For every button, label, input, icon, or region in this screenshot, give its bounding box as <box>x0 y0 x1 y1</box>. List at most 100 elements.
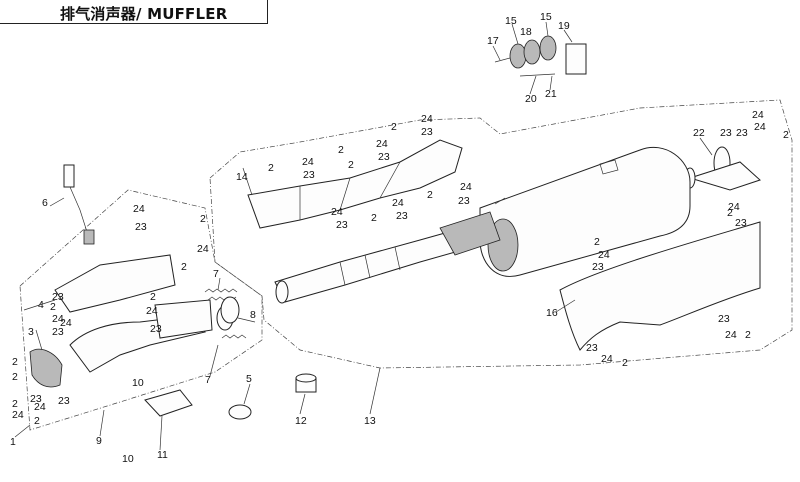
callout-2: 2 <box>622 357 628 369</box>
callout-2: 2 <box>745 329 751 341</box>
callout-24: 24 <box>133 203 145 215</box>
o2-sensor <box>63 164 95 245</box>
callout-23: 23 <box>58 395 70 407</box>
callout-1: 1 <box>10 436 16 448</box>
callout-10: 10 <box>132 377 144 389</box>
callout-23: 23 <box>150 323 162 335</box>
callout-2: 2 <box>50 301 56 313</box>
callout-23: 23 <box>378 151 390 163</box>
callout-7: 7 <box>213 268 219 280</box>
callout-24: 24 <box>197 243 209 255</box>
callout-20: 20 <box>525 93 537 105</box>
callout-4: 4 <box>38 299 44 311</box>
callout-17: 17 <box>487 35 499 47</box>
head-pipe-shield <box>29 348 63 388</box>
callout-15: 15 <box>540 11 552 23</box>
callout-2: 2 <box>727 207 733 219</box>
callout-24: 24 <box>146 305 158 317</box>
callout-2: 2 <box>371 212 377 224</box>
callout-7: 7 <box>205 374 211 386</box>
callout-23: 23 <box>30 393 42 405</box>
callout-14: 14 <box>236 171 248 183</box>
tail-pipe <box>684 146 761 191</box>
callout-23: 23 <box>735 217 747 229</box>
callout-2: 2 <box>268 162 274 174</box>
callout-19: 19 <box>558 20 570 32</box>
callout-2: 2 <box>348 159 354 171</box>
callout-24: 24 <box>601 353 613 365</box>
callout-23: 23 <box>718 313 730 325</box>
callout-6: 6 <box>42 197 48 209</box>
callout-24: 24 <box>331 206 343 218</box>
callout-9: 9 <box>96 435 102 447</box>
callout-2: 2 <box>200 213 206 225</box>
callout-3: 3 <box>28 326 34 338</box>
callout-23: 23 <box>592 261 604 273</box>
callout-24: 24 <box>376 138 388 150</box>
callout-13: 13 <box>364 415 376 427</box>
callout-24: 24 <box>302 156 314 168</box>
callout-18: 18 <box>520 26 532 38</box>
mid-pipe <box>274 211 501 304</box>
callout-24: 24 <box>12 409 24 421</box>
callout-24: 24 <box>460 181 472 193</box>
leader-lines <box>14 21 713 451</box>
callout-24: 24 <box>421 113 433 125</box>
callout-2: 2 <box>427 189 433 201</box>
callout-24: 24 <box>392 197 404 209</box>
callout-24: 24 <box>60 317 72 329</box>
bracket <box>144 389 193 417</box>
callout-labels: 1 2 3 4 5 6 7 7 8 9 10 10 11 12 13 14 15… <box>10 11 789 465</box>
callout-2: 2 <box>391 121 397 133</box>
callout-2: 2 <box>594 236 600 248</box>
diagram-title: 排气消声器/ MUFFLER <box>60 5 228 23</box>
callout-24: 24 <box>52 313 64 325</box>
callout-23: 23 <box>52 291 64 303</box>
callout-11: 11 <box>157 449 168 461</box>
gasket-5 <box>228 404 252 420</box>
callout-24: 24 <box>725 329 737 341</box>
damper-parts <box>494 35 587 77</box>
callout-2: 2 <box>34 415 40 427</box>
shield-ribs <box>299 161 401 220</box>
callout-23: 23 <box>396 210 408 222</box>
callout-23: 23 <box>736 127 748 139</box>
callout-23: 23 <box>135 221 147 233</box>
callout-23: 23 <box>586 342 598 354</box>
title-box: 排气消声器/ MUFFLER <box>0 0 268 24</box>
callout-24: 24 <box>752 109 764 121</box>
callout-23: 23 <box>421 126 433 138</box>
group-outline-left <box>19 189 263 431</box>
group-outline-right <box>209 99 793 369</box>
exhaust-header <box>54 254 234 373</box>
gasket-8 <box>220 296 240 324</box>
callout-24: 24 <box>598 249 610 261</box>
callout-23: 23 <box>720 127 732 139</box>
callout-2: 2 <box>181 261 187 273</box>
callout-2: 2 <box>783 129 789 141</box>
sleeve-12 <box>295 373 317 393</box>
callout-2: 2 <box>12 356 18 368</box>
upper-heat-shield <box>247 139 463 229</box>
callout-2: 2 <box>12 371 18 383</box>
callout-15: 15 <box>505 15 517 27</box>
callout-2: 2 <box>338 144 344 156</box>
callout-22: 22 <box>693 127 705 139</box>
callout-2: 2 <box>12 398 18 410</box>
callout-10: 10 <box>122 453 134 465</box>
callout-24: 24 <box>728 201 740 213</box>
callout-23: 23 <box>458 195 470 207</box>
callout-21: 21 <box>545 88 557 100</box>
callout-24: 24 <box>754 121 766 133</box>
callout-23: 23 <box>52 326 64 338</box>
callout-23: 23 <box>303 169 315 181</box>
callout-16: 16 <box>546 307 558 319</box>
muffler-heat-shield <box>559 221 761 351</box>
callout-5: 5 <box>246 373 252 385</box>
callout-12: 12 <box>295 415 307 427</box>
callout-24: 24 <box>34 401 46 413</box>
callout-8: 8 <box>250 309 256 321</box>
callout-23: 23 <box>336 219 348 231</box>
callout-2: 2 <box>150 291 156 303</box>
